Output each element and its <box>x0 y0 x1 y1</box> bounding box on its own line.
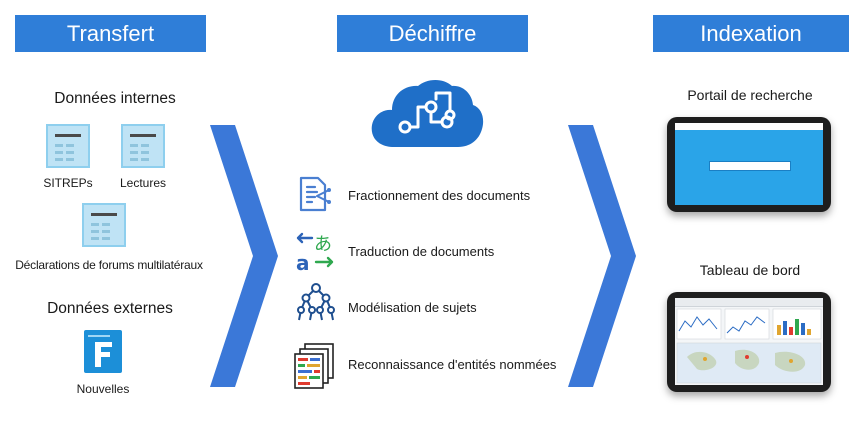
label-sitreps: SITREPs <box>43 176 93 190</box>
step-label-split: Fractionnement des documents <box>348 188 531 203</box>
header-indexation: Indexation <box>653 15 849 52</box>
dashboard-charts <box>676 308 822 384</box>
label-declarations: Déclarations de forums multilatéraux <box>15 258 203 272</box>
chevron-arrow-right <box>568 125 636 387</box>
internal-data-title: Données internes <box>54 90 176 107</box>
search-portal-tablet <box>667 117 831 212</box>
named-entity-icon <box>294 343 334 389</box>
portal-top-bar <box>675 123 823 130</box>
portal-search-box <box>709 161 791 171</box>
document-icon-declarations <box>82 203 126 247</box>
factiva-logo-icon <box>84 330 122 373</box>
label-nouvelles: Nouvelles <box>76 382 130 396</box>
document-icon-sitreps <box>46 124 90 168</box>
header-dechiffre: Déchiffre <box>337 15 528 52</box>
step-label-topic: Modélisation de sujets <box>348 300 477 315</box>
dashboard-screen <box>675 298 823 385</box>
dashboard-tablet <box>667 292 831 392</box>
dashboard-title: Tableau de bord <box>699 262 801 278</box>
svg-text:あ: あ <box>314 234 332 255</box>
document-icon-lectures <box>121 124 165 168</box>
dashboard-title-bar <box>675 298 823 307</box>
search-portal-screen <box>675 123 823 205</box>
step-label-ner: Reconnaissance d'entités nommées <box>348 357 557 372</box>
header-transfert-label: Transfert <box>66 20 155 46</box>
portal-title: Portail de recherche <box>687 87 813 103</box>
header-dechiffre-label: Déchiffre <box>388 20 477 46</box>
external-data-title: Données externes <box>47 300 173 317</box>
step-label-translate: Traduction de documents <box>348 244 495 259</box>
svg-text:a: a <box>296 251 310 272</box>
label-lectures: Lectures <box>119 176 167 190</box>
chevron-arrow-left <box>210 125 278 387</box>
translate-icon: あ a <box>296 232 334 272</box>
cloud-ai-icon <box>371 79 484 147</box>
header-indexation-label: Indexation <box>700 20 802 46</box>
header-transfert: Transfert <box>15 15 206 52</box>
document-split-icon <box>299 176 331 212</box>
topic-tree-icon <box>297 283 335 321</box>
